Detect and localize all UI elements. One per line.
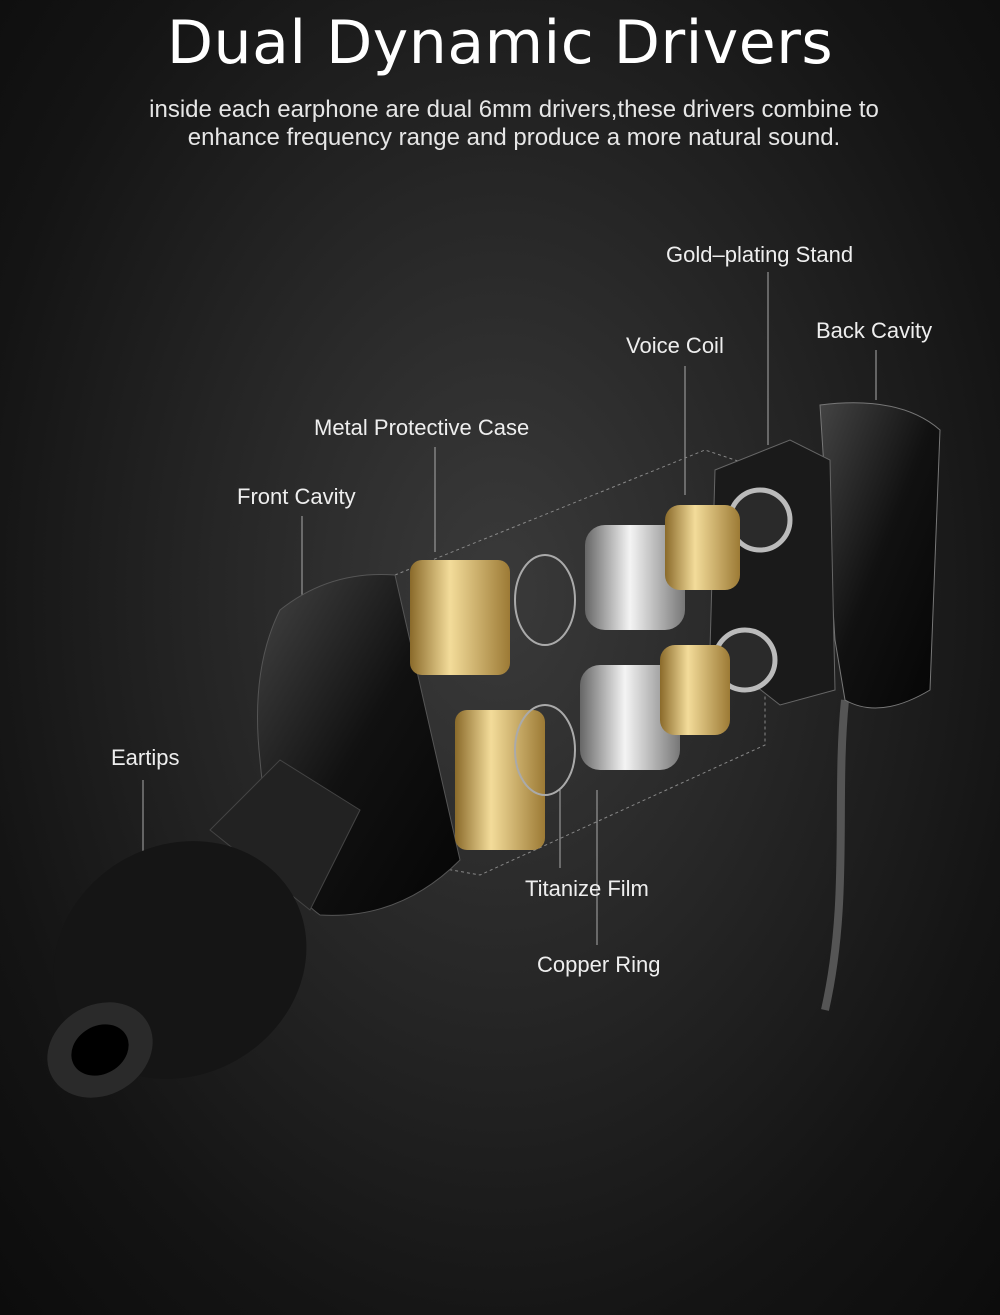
label-front-cavity: Front Cavity: [237, 484, 356, 509]
label-voice-coil: Voice Coil: [626, 333, 724, 358]
label-eartips: Eartips: [111, 745, 180, 770]
subtitle-line-1: inside each earphone are dual 6mm driver…: [149, 96, 879, 123]
label-copper-ring: Copper Ring: [537, 952, 661, 977]
label-back-cavity: Back Cavity: [816, 318, 933, 343]
page-title: Dual Dynamic Drivers: [166, 8, 834, 78]
label-metal-protective-case: Metal Protective Case: [314, 415, 530, 440]
label-gold-plating-stand: Gold–plating Stand: [666, 242, 854, 267]
label-titanize-film: Titanize Film: [525, 876, 649, 901]
subtitle-line-2: enhance frequency range and produce a mo…: [187, 124, 841, 151]
subtitle: inside each earphone are dual 6mm driver…: [0, 96, 1000, 152]
